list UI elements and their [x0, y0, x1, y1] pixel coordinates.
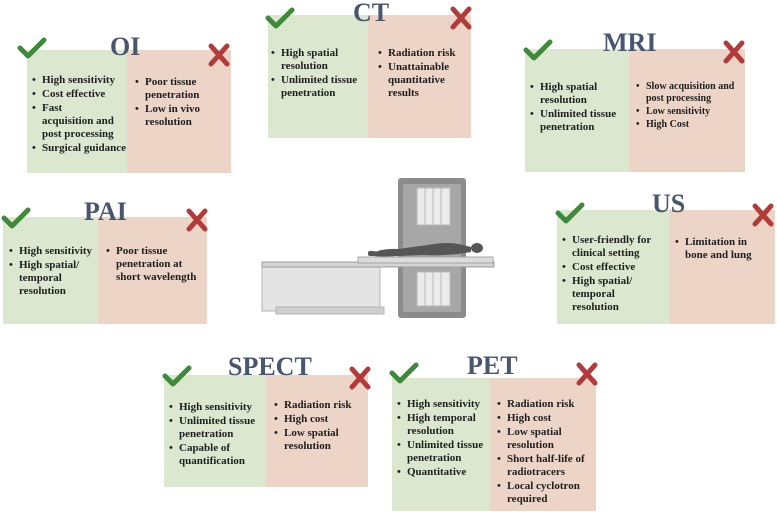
con-item: Short half-life of radiotracers [497, 453, 595, 479]
card-pet: High sensitivity High temporal resolutio… [392, 378, 596, 511]
pro-item: High spatial/ temporal resolution [562, 275, 647, 314]
modality-title: PAI [84, 197, 127, 226]
con-item: Radiation risk [497, 398, 595, 411]
con-item: Low spatial resolution [497, 426, 579, 452]
bed-base [261, 264, 381, 312]
con-item: Low spatial resolution [274, 427, 356, 453]
pro-item: High spatial resolution [530, 81, 615, 107]
card-mri: High spatial resolution Unlimited tissue… [525, 49, 745, 172]
pros-list: High spatial resolution Unlimited tissue… [271, 47, 371, 101]
pro-item: User-friendly for clinical setting [562, 234, 670, 260]
card-spect: High sensitivity Unlimited tissue penetr… [164, 375, 368, 487]
con-item: Radiation risk [274, 399, 364, 412]
check-icon [389, 362, 419, 384]
pro-item: High temporal resolution [397, 412, 493, 438]
pro-item: Unlimited tissue penetration [530, 108, 630, 134]
pros-list: High sensitivity High spatial/ temporal … [9, 245, 101, 299]
modality-title: OI [110, 32, 141, 61]
con-item: High cost [274, 413, 364, 426]
cross-icon [752, 203, 774, 227]
pro-item: Surgical guidance [32, 142, 132, 155]
check-icon [265, 7, 295, 29]
card-ct: High spatial resolution Unlimited tissue… [268, 15, 471, 138]
con-item: Local cyclotron required [497, 480, 587, 506]
cons-list: Poor tissue penetration at short wavelen… [106, 245, 206, 285]
pros-list: High spatial resolution Unlimited tissue… [530, 81, 630, 135]
modality-title: US [652, 189, 686, 218]
check-icon [555, 202, 585, 224]
modality-title: PET [467, 351, 518, 380]
pros-list: User-friendly for clinical setting Cost … [562, 234, 670, 315]
cons-list: Slow acquisition and post processing Low… [636, 81, 744, 132]
pro-item: High spatial/ temporal resolution [9, 259, 94, 298]
pro-item: Cost effective [562, 261, 670, 274]
con-item: High Cost [636, 119, 744, 131]
con-item: Low sensitivity [636, 106, 744, 118]
cross-icon [450, 6, 472, 30]
card-us: User-friendly for clinical setting Cost … [557, 210, 775, 324]
pro-item: Capable of quantification [169, 442, 259, 468]
cross-icon [576, 362, 598, 386]
patient-figure [368, 243, 483, 257]
con-item: Poor tissue penetration at short wavelen… [106, 245, 206, 284]
check-icon [1, 207, 31, 229]
cons-list: Radiation risk Unattainable quantitative… [378, 47, 468, 101]
check-icon [17, 37, 47, 59]
check-icon [162, 365, 192, 387]
con-item: Limitation in bone and lung [675, 236, 771, 262]
cons-list: Radiation risk High cost Low spatial res… [497, 398, 595, 507]
con-item: Poor tissue penetration [135, 76, 215, 102]
cons-panel [669, 210, 775, 324]
cross-icon [186, 208, 208, 232]
pro-item: High sensitivity [32, 74, 132, 87]
con-item: High cost [497, 412, 595, 425]
modality-title: SPECT [228, 352, 312, 381]
modality-title: CT [353, 0, 390, 27]
card-pai: High sensitivity High spatial/ temporal … [3, 217, 207, 324]
pro-item: High sensitivity [169, 401, 267, 414]
cross-icon [208, 43, 230, 67]
cons-list: Radiation risk High cost Low spatial res… [274, 399, 364, 454]
con-item: Unattainable quantitative results [378, 61, 468, 100]
con-item: Slow acquisition and post processing [636, 81, 744, 105]
scanner-illustration [261, 178, 495, 318]
cross-icon [723, 40, 745, 64]
con-item: Radiation risk [378, 47, 468, 60]
pro-item: High sensitivity [9, 245, 101, 258]
modality-title: MRI [603, 28, 657, 57]
pro-item: Cost effective [32, 88, 132, 101]
pro-item: Unlimited tissue penetration [271, 74, 371, 100]
pros-list: High sensitivity Cost effective Fast acq… [32, 74, 132, 156]
cross-icon [349, 366, 371, 390]
card-oi: High sensitivity Cost effective Fast acq… [27, 50, 231, 173]
pros-list: High sensitivity Unlimited tissue penetr… [169, 401, 267, 469]
pro-item: Fast acquisition and post processing [32, 102, 114, 141]
pros-list: High sensitivity High temporal resolutio… [397, 398, 493, 480]
check-icon [523, 39, 553, 61]
pro-item: Unlimited tissue penetration [169, 415, 267, 441]
pro-item: High sensitivity [397, 398, 493, 411]
pro-item: Quantitative [397, 466, 493, 479]
cons-list: Limitation in bone and lung [675, 236, 771, 263]
pro-item: High spatial resolution [271, 47, 356, 73]
pro-item: Unlimited tissue penetration [397, 439, 493, 465]
con-item: Low in vivo resolution [135, 103, 215, 129]
cons-list: Poor tissue penetration Low in vivo reso… [135, 76, 225, 130]
